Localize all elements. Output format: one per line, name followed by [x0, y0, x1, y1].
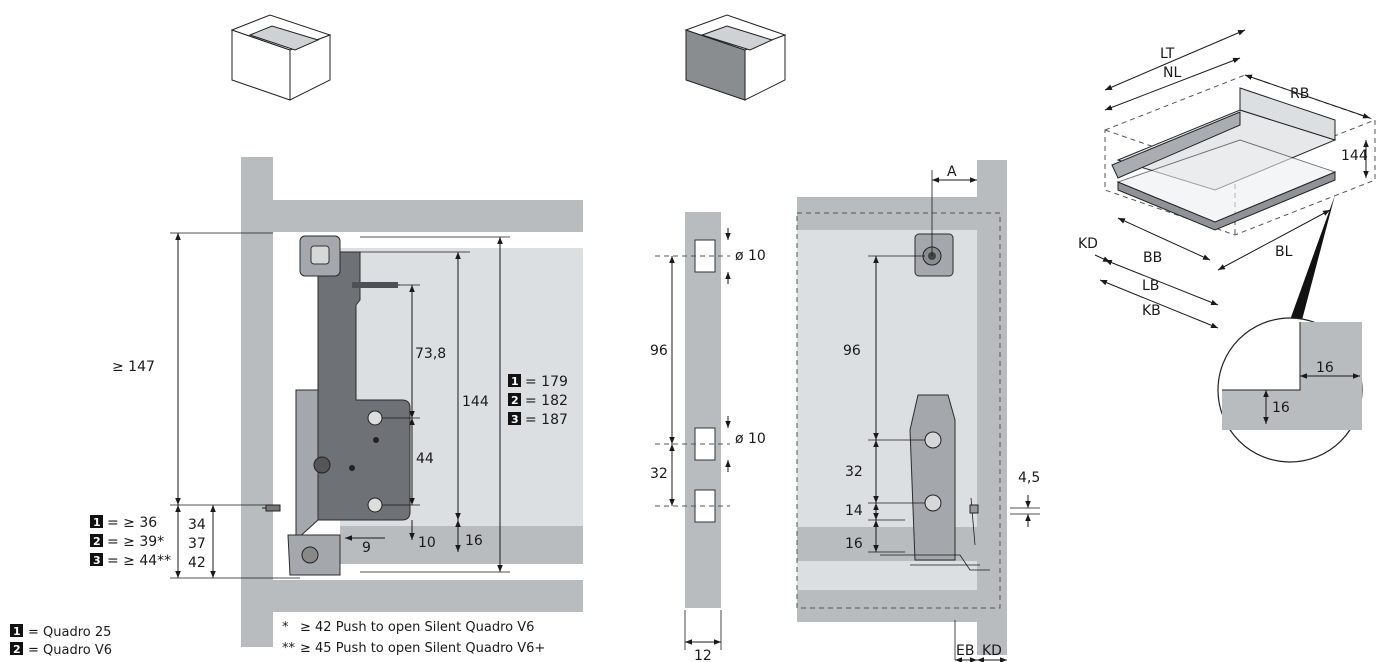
dim-73-8: 73,8	[415, 346, 446, 362]
dim-32-mid: 32	[650, 466, 668, 482]
right-section-view: A 96 32 14 16 4,5 EB KD	[796, 160, 1040, 662]
dim-A: A	[947, 164, 957, 180]
label-16-vertical: 16	[1272, 400, 1290, 416]
svg-text:3: 3	[511, 413, 519, 426]
label-KB: KB	[1142, 303, 1161, 319]
drawer-icon-front	[684, 14, 787, 101]
min-bottom-1: = ≥ 36	[107, 515, 157, 531]
svg-text:3: 3	[93, 554, 101, 567]
height-list: 1 = 179 2 = 182 3 = 187	[508, 374, 568, 428]
dim-12: 12	[694, 648, 712, 662]
footnote-1: ≥ 42 Push to open Silent Quadro V6	[300, 620, 534, 635]
dim-16: 16	[465, 533, 483, 549]
middle-panel-view: ø 10 ø 10 96 32 12	[650, 212, 766, 662]
svg-text:1: 1	[13, 625, 21, 638]
dim-14: 14	[845, 503, 863, 519]
label-LT: LT	[1160, 46, 1175, 62]
height-quadro-1: = 179	[525, 374, 568, 390]
label-KD-iso: KD	[1078, 236, 1098, 252]
height-quadro-3: = 187	[525, 412, 568, 428]
dim-EB: EB	[956, 643, 974, 659]
label-BB: BB	[1143, 250, 1162, 266]
left-section-view: ≥ 147 73,8 144 44 9 10 16 34 37 42 1 = 1…	[90, 157, 583, 647]
dim-10: 10	[418, 535, 436, 551]
drawer-icon-open	[230, 14, 332, 101]
legend-item-2: = Quadro V6	[28, 643, 112, 658]
footnote-2: ≥ 45 Push to open Silent Quadro V6+	[300, 641, 545, 656]
label-16-horizontal: 16	[1316, 360, 1334, 376]
svg-text:**: **	[282, 641, 296, 656]
dim-KD-right: KD	[982, 643, 1002, 659]
dim-min-147: ≥ 147	[112, 359, 155, 375]
height-quadro-2: = 182	[525, 393, 568, 409]
dim-32-right: 32	[845, 464, 863, 480]
svg-text:1: 1	[511, 375, 519, 388]
label-NL: NL	[1163, 65, 1181, 81]
dim-34: 34	[188, 517, 206, 533]
label-144-iso: 144	[1341, 148, 1368, 164]
dim-42: 42	[188, 555, 206, 571]
svg-text:2: 2	[93, 535, 101, 548]
dim-phi-top: ø 10	[735, 248, 766, 264]
dim-44: 44	[416, 451, 434, 467]
svg-text:2: 2	[13, 643, 21, 656]
svg-text:1: 1	[93, 516, 101, 529]
svg-text:2: 2	[511, 394, 519, 407]
dim-16-right: 16	[845, 536, 863, 552]
dim-96-right: 96	[843, 343, 861, 359]
dim-4-5: 4,5	[1018, 470, 1040, 486]
legend: 1 = Quadro 25 2 = Quadro V6	[10, 624, 112, 658]
footnotes: * ≥ 42 Push to open Silent Quadro V6 ** …	[282, 620, 545, 656]
label-LB: LB	[1142, 278, 1159, 294]
svg-text:*: *	[282, 620, 289, 635]
dim-96-mid: 96	[650, 343, 668, 359]
min-bottom-list: 1 = ≥ 36 2 = ≥ 39* 3 = ≥ 44**	[90, 515, 171, 569]
min-bottom-3: = ≥ 44**	[107, 553, 171, 569]
label-BL: BL	[1275, 244, 1293, 260]
label-RB: RB	[1290, 86, 1309, 102]
dim-144: 144	[462, 394, 489, 410]
dim-phi-mid: ø 10	[735, 431, 766, 447]
isometric-drawer-view: LT NL RB 144 KD BB BL LB KB 16 16	[1078, 29, 1376, 463]
min-bottom-2: = ≥ 39*	[107, 534, 164, 550]
dim-37: 37	[188, 536, 206, 552]
legend-item-1: = Quadro 25	[28, 625, 111, 640]
dim-9: 9	[362, 540, 371, 556]
